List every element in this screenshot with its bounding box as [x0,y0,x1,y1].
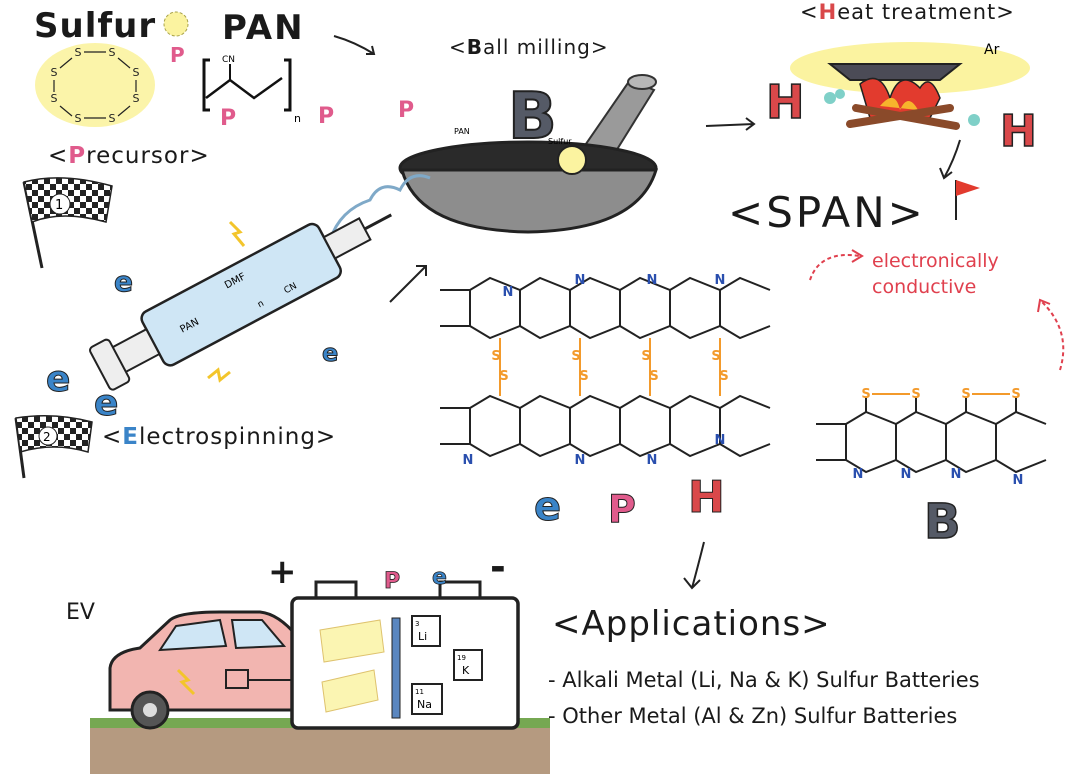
h-character-icon: H [1000,106,1037,157]
s-atom: S [961,387,970,402]
heat-treatment-label: <Heat treatment> [800,0,1015,24]
red-arrows [809,249,1065,371]
flag-number: 2 [43,430,51,444]
n-atom: N [575,453,586,468]
arrow-icon [683,541,705,590]
n-atom: N [575,273,586,288]
arrow-icon [333,35,376,55]
arrow-icon [389,265,427,303]
e-character-icon: e [94,383,118,424]
n-atom: N [951,467,962,482]
s-atom: S [641,349,650,364]
pan-structure: CN n [202,55,301,125]
span-label: <SPAN> [728,188,926,237]
s-atom: S [491,349,500,364]
na-number: 11 [415,688,424,696]
right-molecule-structure: S S S S N N N N [816,387,1047,488]
ar-label: Ar [984,42,1000,58]
sulfur-ring: S S S S S S S S [35,43,155,127]
electron-characters: e e e e [46,265,339,425]
n-atom: N [647,273,658,288]
e-character-icon: e [322,339,338,367]
application-item-alkali: - Alkali Metal (Li, Na & K) Sulfur Batte… [548,668,980,692]
b-character-icon: B [924,494,961,550]
pan-cn: CN [222,55,235,65]
s-atom: S [75,112,82,125]
electrospinning-label: <Electrospinning> [102,424,337,450]
heat-treatment-scene: Ar H H [765,42,1038,158]
arrow-icon [705,117,756,131]
p-character-icon: P [170,43,185,67]
n-atom: N [715,433,726,448]
s-atom: S [133,66,140,79]
p-character-icon: P [608,487,636,531]
s-atom: S [571,349,580,364]
s-atom: S [719,369,728,384]
electronically-conductive-label: electronically conductive [872,250,999,298]
sulfur-title: Sulfur [34,6,157,46]
n-atom: N [647,453,658,468]
minus-sign: - [490,545,506,589]
characters-row: e P H [534,472,726,532]
s-atom: S [109,46,116,59]
b-character-right: B [923,493,961,551]
checkered-flag-1-icon: 1 [22,177,113,269]
p-characters-row: P P P [220,98,414,131]
s-atom: S [133,92,140,105]
n-atom: N [715,273,726,288]
syringe: PAN DMF CN n [89,174,431,391]
s-atom: S [499,369,508,384]
k-number: 19 [457,654,466,662]
applications-title: <Applications> [552,604,831,644]
p-character-icon: P [220,106,236,131]
plus-sign: + [268,552,297,592]
mini-sulfur-icon: P [163,11,189,67]
red-flag-icon [955,180,980,220]
h-character-icon: H [766,75,805,129]
s-atom: S [911,387,920,402]
n-atom: N [901,467,912,482]
h-character-icon: H [688,472,725,523]
s-atom: S [75,46,82,59]
pan-title: PAN [222,8,305,48]
p-character-icon: P [398,98,414,123]
ev-label: EV [66,600,95,625]
pan-n: n [294,112,301,125]
ball-milling-label: <Ball milling> [449,35,609,59]
ball-mill-bowl: B PAN Sulfur [398,74,659,234]
pan-tag: PAN [454,127,470,136]
li-symbol: Li [418,630,427,643]
e-character-icon: e [432,565,447,590]
s-atom: S [649,369,658,384]
n-atom: N [1013,473,1024,488]
n-atom: N [853,467,864,482]
s-atom: S [51,66,58,79]
e-character-icon: e [114,265,133,298]
s-atom: S [109,112,116,125]
syringe-n: n [256,299,266,311]
checkered-flag-2-icon: 2 [14,415,93,479]
n-atom: N [503,285,514,300]
s-atom: S [579,369,588,384]
arrow-icon [939,139,961,180]
e-character-icon: e [46,359,70,400]
p-character-icon: P [384,569,400,594]
s-atom: S [1011,387,1020,402]
k-symbol: K [462,664,470,677]
e-character-icon: e [534,484,561,530]
span-molecule-structure: N N N N S S S S S S S S N N N N [440,273,771,468]
p-character-icon: P [318,104,334,129]
na-symbol: Na [417,698,432,711]
ev-battery-scene: 3 Li 19 K 11 Na P e [90,565,550,774]
precursor-label: <Precursor> [48,143,210,169]
s-atom: S [711,349,720,364]
s-atom: S [861,387,870,402]
n-atom: N [463,453,474,468]
application-item-other: - Other Metal (Al & Zn) Sulfur Batteries [548,704,958,728]
s-atom: S [51,92,58,105]
li-number: 3 [415,620,419,628]
flag-number: 1 [55,198,63,213]
sulfur-tag: Sulfur [548,137,572,146]
